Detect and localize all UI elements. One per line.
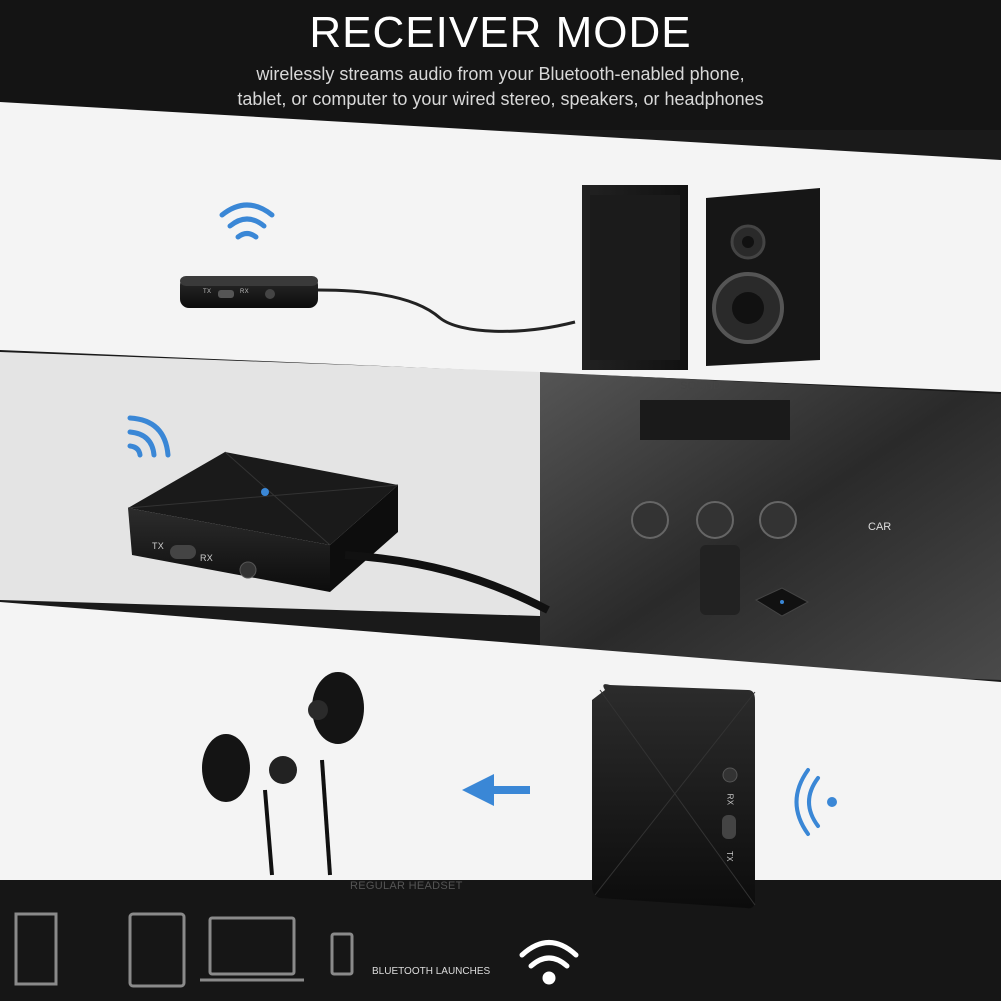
earphone-left (202, 734, 297, 876)
sound-label: SOUND (680, 380, 722, 392)
wifi-icon (127, 415, 171, 458)
page-title: RECEIVER MODE (309, 8, 692, 57)
car-device-tx: TX (152, 541, 165, 551)
page-subtitle: wirelessly streams audio from your Bluet… (0, 62, 1001, 112)
tablet-icon (14, 912, 58, 986)
panel-sound (0, 102, 1001, 392)
subtitle-line-1: wirelessly streams audio from your Bluet… (256, 64, 745, 84)
car-device-rx: RX (200, 553, 214, 563)
sound-device-tx: TX (203, 289, 212, 295)
audio-cable (317, 288, 576, 333)
tablet-large-icon (128, 912, 186, 988)
sound-device-rx: RX (240, 289, 249, 295)
footer-label: BLUETOOTH LAUNCHES (372, 966, 491, 977)
headset-label: REGULAR HEADSET (350, 880, 463, 892)
header-band (0, 0, 1001, 130)
footer-device-icons (14, 912, 354, 988)
bluetooth-receiver-device (180, 276, 318, 308)
headset-device-tx: TX (724, 851, 734, 862)
car-label: CAR (868, 521, 892, 533)
phone-icon (330, 932, 354, 976)
wifi-icon (519, 940, 579, 985)
audio-cable (344, 551, 550, 614)
bluetooth-receiver-device (592, 684, 756, 909)
car-dashboard (631, 400, 810, 617)
speaker-right (706, 188, 820, 366)
headset-device-rx: RX (725, 793, 735, 806)
subtitle-line-2: tablet, or computer to your wired stereo… (237, 89, 764, 109)
bluetooth-receiver-device (127, 451, 399, 592)
arrow-left-icon (462, 774, 530, 806)
wifi-icon (219, 202, 275, 240)
wifi-icon (794, 768, 837, 836)
laptop-icon (208, 916, 296, 976)
speaker-left (582, 185, 688, 370)
footer-band (0, 880, 1001, 1001)
earphone-right (308, 672, 364, 876)
